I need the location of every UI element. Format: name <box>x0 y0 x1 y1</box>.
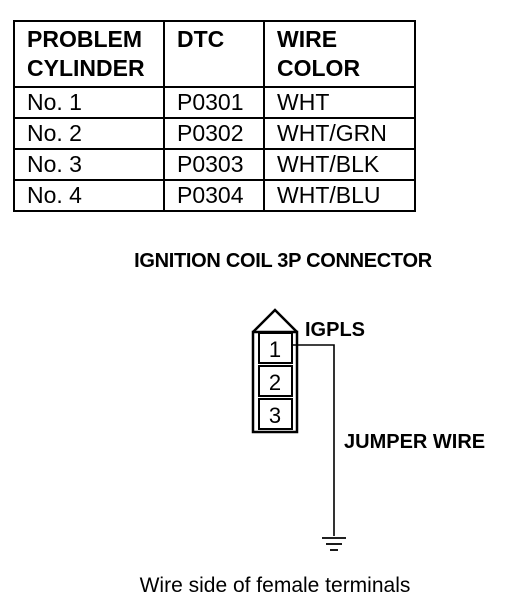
header-line: CYLINDER <box>27 55 145 81</box>
cell-cylinder: No. 1 <box>13 86 165 119</box>
pin-label-3: 3 <box>269 403 281 428</box>
cell-cylinder: No. 3 <box>13 148 165 181</box>
cell-dtc: P0302 <box>163 117 265 150</box>
header-dtc: DTC <box>163 20 265 88</box>
cell-cylinder: No. 2 <box>13 117 165 150</box>
table-row: No. 2 P0302 WHT/GRN <box>13 117 416 150</box>
connector-key-tab <box>252 308 298 333</box>
cell-wire-color: WHT <box>263 86 416 119</box>
table-row: No. 3 P0303 WHT/BLK <box>13 148 416 181</box>
cell-dtc: P0301 <box>163 86 265 119</box>
diagram-caption: Wire side of female terminals <box>139 574 411 597</box>
cell-wire-color: WHT/BLU <box>263 179 416 212</box>
terminal-3 <box>258 398 293 430</box>
header-line: PROBLEM <box>27 26 142 52</box>
cell-dtc: P0304 <box>163 179 265 212</box>
pin-label-2: 2 <box>269 370 281 395</box>
table-header-row: PROBLEM CYLINDER DTC WIRE COLOR <box>13 20 416 88</box>
jumper-wire-label: JUMPER WIRE <box>344 431 485 453</box>
header-problem-cylinder: PROBLEM CYLINDER <box>13 20 165 88</box>
dtc-table: PROBLEM CYLINDER DTC WIRE COLOR No. 1 P030… <box>13 20 416 212</box>
cell-dtc: P0303 <box>163 148 265 181</box>
igpls-label: IGPLS <box>305 319 365 341</box>
header-line: WIRE <box>277 26 338 52</box>
cell-cylinder: No. 4 <box>13 179 165 212</box>
table-row: No. 1 P0301 WHT <box>13 86 416 119</box>
header-line: DTC <box>177 26 225 52</box>
terminal-1 <box>258 332 293 364</box>
pin-label-1: 1 <box>269 337 281 362</box>
cell-wire-color: WHT/BLK <box>263 148 416 181</box>
table-row: No. 4 P0304 WHT/BLU <box>13 179 416 212</box>
cell-wire-color: WHT/GRN <box>263 117 416 150</box>
connector-title: IGNITION COIL 3P CONNECTOR <box>134 250 432 272</box>
ground-symbol-icon <box>322 537 346 551</box>
jumper-wire <box>293 344 335 536</box>
terminal-2 <box>258 365 293 397</box>
header-line: COLOR <box>277 55 361 81</box>
header-wire-color: WIRE COLOR <box>263 20 416 88</box>
